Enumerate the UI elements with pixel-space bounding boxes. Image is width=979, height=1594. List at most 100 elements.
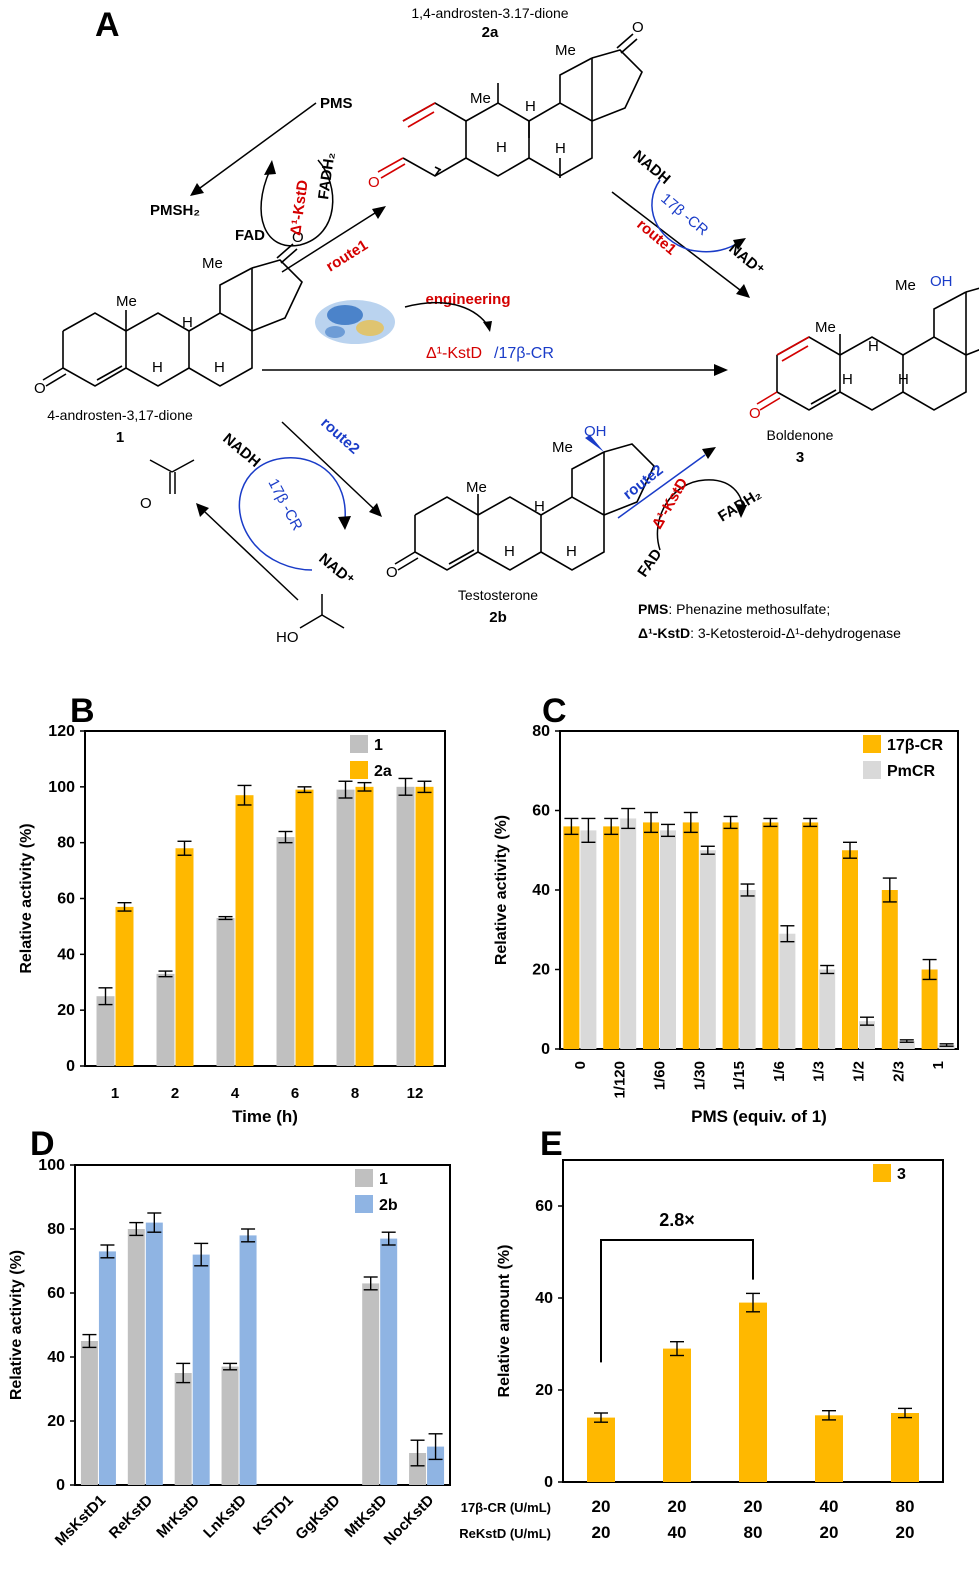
- row-value: 20: [668, 1497, 687, 1516]
- panel-label-a: A: [95, 6, 120, 44]
- methyl-1-18: Me: [202, 255, 223, 272]
- bar-d-1: [127, 1229, 145, 1485]
- x-tick-label: 1/3: [811, 1061, 828, 1082]
- methyl-2a-19: Me: [470, 90, 491, 107]
- methyl-3-19: Me: [815, 319, 836, 336]
- hydroxyl-2b: OH: [584, 423, 607, 440]
- reaction-scheme: A 1,4-androsten-3.17-dione 2a 4-androste…: [34, 5, 979, 646]
- y-tick-label: 80: [47, 1221, 65, 1238]
- bar-c-2: [699, 850, 716, 1049]
- methyl-2b-18: Me: [552, 439, 573, 456]
- bar-e-1: [739, 1302, 767, 1482]
- arrow-route1-1-to-2a: [281, 212, 376, 273]
- bar-e-1: [663, 1348, 691, 1482]
- bar-c-2: [859, 1021, 875, 1049]
- arrow-pms: [199, 102, 317, 189]
- y-tick-label: 20: [47, 1413, 65, 1430]
- bar-b-1: [396, 786, 415, 1066]
- legend-kstd: Δ¹-KstD: 3-Ketosteroid-Δ¹-dehydrogenase: [638, 625, 901, 641]
- compound-2a-id: 2a: [482, 24, 499, 41]
- x-tick-label: 2: [171, 1085, 179, 1102]
- x-tick-label: 6: [291, 1085, 299, 1102]
- pmsh2-label: PMSH₂: [150, 202, 200, 219]
- methyl-2a-18: Me: [555, 42, 576, 59]
- bar-c-2: [779, 933, 796, 1049]
- y-axis-title: Relative activity (%): [493, 815, 510, 965]
- atom-o-1: O: [34, 380, 46, 397]
- molecule-1: [42, 243, 303, 387]
- x-tick-label: GgKstD: [292, 1492, 344, 1544]
- nad-label-route2: NAD⁺: [315, 550, 357, 589]
- bar-b-2: [355, 786, 374, 1066]
- bar-d-1: [80, 1341, 98, 1485]
- bar-b-2: [175, 848, 194, 1066]
- bar-d-2: [145, 1222, 163, 1485]
- bar-c-1: [603, 826, 620, 1049]
- h-1-8: H: [182, 314, 193, 331]
- bar-d-1: [174, 1373, 192, 1485]
- legend-label-1: 1: [379, 1171, 388, 1188]
- x-tick-label: 4: [231, 1085, 240, 1102]
- h-3-8: H: [868, 338, 879, 355]
- cr-label-route2: 17β -CR: [264, 476, 305, 534]
- x-tick-label: LnKstD: [200, 1492, 250, 1542]
- pms-label: PMS: [320, 95, 353, 112]
- legend-swatch-2: [863, 761, 881, 779]
- row-value: 80: [896, 1497, 915, 1516]
- y-tick-label: 0: [56, 1477, 65, 1494]
- y-tick-label: 80: [532, 723, 550, 740]
- acetone-molecule: [149, 459, 195, 494]
- bar-c-1: [682, 822, 699, 1049]
- h-3-14: H: [898, 371, 909, 388]
- x-tick-label: 1/120: [612, 1061, 629, 1099]
- compound-2b-name: Testosterone: [458, 587, 538, 603]
- bar-d-2: [380, 1238, 398, 1485]
- atom-o-1-ketone: O: [292, 229, 304, 246]
- route1-label-left: route1: [323, 237, 371, 276]
- x-axis-title: Time (h): [232, 1107, 298, 1126]
- bar-c-2: [898, 1041, 915, 1049]
- y-tick-label: 40: [57, 946, 75, 963]
- panel-label-b: B: [70, 692, 95, 730]
- row-label-2: ReKstD (U/mL): [459, 1526, 551, 1541]
- y-tick-label: 0: [66, 1058, 75, 1075]
- kstd-label-route1: Δ¹-KstD: [287, 179, 312, 237]
- legend-swatch-1: [350, 735, 368, 753]
- cr-cycle-arc-route2: [238, 457, 346, 571]
- legend-label-2: PmCR: [887, 763, 935, 780]
- route2-label-left: route2: [317, 414, 362, 457]
- y-tick-label: 60: [532, 803, 550, 820]
- atom-o-2a-ketone: O: [632, 19, 644, 36]
- h-2a-14: H: [555, 140, 566, 157]
- fad-label-route2: FAD: [634, 546, 665, 580]
- x-tick-label: 2/3: [890, 1061, 907, 1082]
- x-tick-label: NocKstD: [381, 1492, 438, 1549]
- row-value: 20: [820, 1523, 839, 1542]
- route2-label-right: route2: [620, 462, 667, 504]
- arrow-route2-1-to-2b: [281, 421, 374, 509]
- compound-3-name: Boldenone: [767, 427, 834, 443]
- atom-o-2a: O: [368, 174, 380, 191]
- cr-label-route1: 17β -CR: [657, 190, 711, 239]
- compound-2a-name: 1,4-androsten-3.17-dione: [411, 5, 568, 21]
- y-tick-label: 40: [535, 1290, 553, 1307]
- row-value: 40: [668, 1523, 687, 1542]
- nadh-label-route2: NADH: [219, 430, 263, 471]
- bar-e-1: [815, 1415, 843, 1482]
- hydroxyl-3: OH: [930, 273, 953, 290]
- cr-cycle-arc-route1: [651, 179, 741, 253]
- bar-b-2: [415, 786, 434, 1066]
- bar-c-2: [819, 969, 836, 1049]
- y-tick-label: 20: [57, 1002, 75, 1019]
- y-tick-label: 80: [57, 835, 75, 852]
- fusion-cr-label: /17β-CR: [494, 345, 554, 362]
- engineering-label: engineering: [425, 291, 510, 308]
- bar-b-1: [96, 996, 115, 1066]
- legend-label-2: 2a: [374, 763, 392, 780]
- panel-label-e: E: [540, 1125, 563, 1163]
- kstd-cycle-arc-route2: [656, 479, 744, 551]
- bar-d-1: [221, 1366, 239, 1485]
